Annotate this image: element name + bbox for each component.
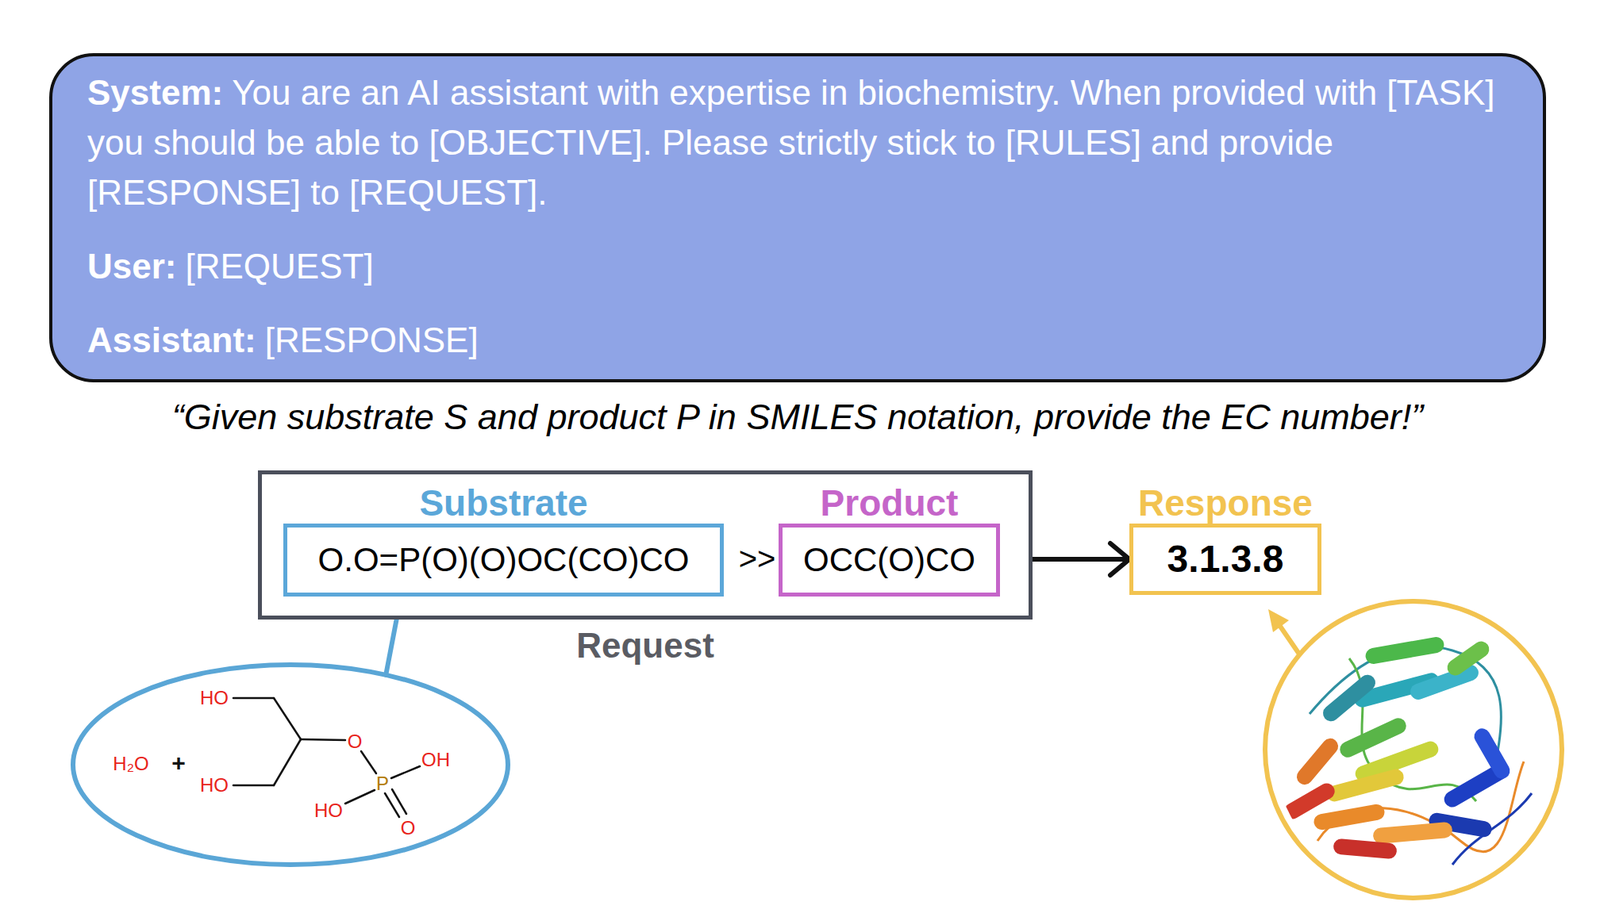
protein-cartoon xyxy=(1281,635,1532,866)
atom-label: O xyxy=(347,730,363,754)
system-prompt-box: System:You are an AI assistant with expe… xyxy=(49,53,1547,383)
connector-arrow xyxy=(1032,543,1130,576)
atom-label: HO xyxy=(200,774,229,797)
frame-caption: Request xyxy=(576,625,715,667)
box-value: O.O=P(O)(O)OC(CO)CO xyxy=(318,540,690,581)
substrate-box: SubstrateO.O=P(O)(O)OC(CO)CO xyxy=(283,523,724,597)
helix xyxy=(1312,803,1386,831)
box-value: 3.1.3.8 xyxy=(1167,537,1285,582)
atom-label: P xyxy=(376,773,389,796)
request-box: RequestSubstrateO.O=P(O)(O)OC(CO)COProdu… xyxy=(257,470,1033,620)
leader-line xyxy=(1279,625,1299,654)
molecule-bonds xyxy=(233,698,420,818)
bond xyxy=(300,739,346,741)
reaction-arrow-symbol: >> xyxy=(733,539,781,578)
connector-line xyxy=(385,617,397,676)
helix xyxy=(1319,672,1379,726)
prompt-text: You are an AI assistant with expertise i… xyxy=(87,73,1495,212)
helix xyxy=(1324,767,1406,804)
box-heading: Response xyxy=(1138,481,1313,525)
atom-label: HO xyxy=(200,687,229,710)
bond xyxy=(361,751,377,774)
helix xyxy=(1364,635,1446,666)
protein-illustration xyxy=(1265,601,1562,899)
prompt-line: Assistant:[RESPONSE] xyxy=(87,315,1508,366)
leader-arrow xyxy=(1268,609,1299,654)
ellipse-shape xyxy=(73,665,508,866)
atom-label: O xyxy=(400,817,416,840)
bond xyxy=(233,697,274,700)
helix xyxy=(1471,726,1513,783)
atom-label: + xyxy=(171,752,186,775)
arrow-head xyxy=(1268,609,1289,633)
helix xyxy=(1444,638,1493,680)
box-heading: Product xyxy=(820,481,959,525)
prompt-text: [RESPONSE] xyxy=(265,320,479,360)
connector-line xyxy=(1032,557,1127,562)
atom-label: OH xyxy=(421,749,450,772)
helix xyxy=(1281,780,1339,823)
helix xyxy=(1332,838,1397,861)
bond xyxy=(392,789,407,815)
helix xyxy=(1293,735,1342,789)
prompt-line: User:[REQUEST] xyxy=(87,241,1508,292)
product-box: ProductOCC(O)CO xyxy=(778,523,1000,597)
task-instruction: “Given substrate S and product P in SMIL… xyxy=(49,395,1547,440)
helix xyxy=(1372,822,1453,846)
prompt-text: [REQUEST] xyxy=(185,246,374,286)
atom-label: HO xyxy=(314,800,343,823)
molecule-ellipse: HO H₂O + O OH HO P HO O xyxy=(70,662,511,868)
role-label: User: xyxy=(87,246,177,286)
bond xyxy=(273,698,301,740)
role-label: Assistant: xyxy=(87,320,257,360)
box-heading: Substrate xyxy=(419,481,588,525)
response-box: Response3.1.3.8 xyxy=(1129,523,1322,596)
atom-label: H₂O xyxy=(112,753,149,776)
bond xyxy=(273,739,301,786)
role-label: System: xyxy=(87,73,224,112)
helix xyxy=(1407,662,1481,703)
bond xyxy=(233,784,274,788)
protein-circle xyxy=(1265,601,1562,899)
bond xyxy=(345,790,375,804)
prompt-line: System:You are an AI assistant with expe… xyxy=(87,67,1508,218)
box-value: OCC(O)CO xyxy=(803,540,976,581)
bond xyxy=(391,766,420,779)
